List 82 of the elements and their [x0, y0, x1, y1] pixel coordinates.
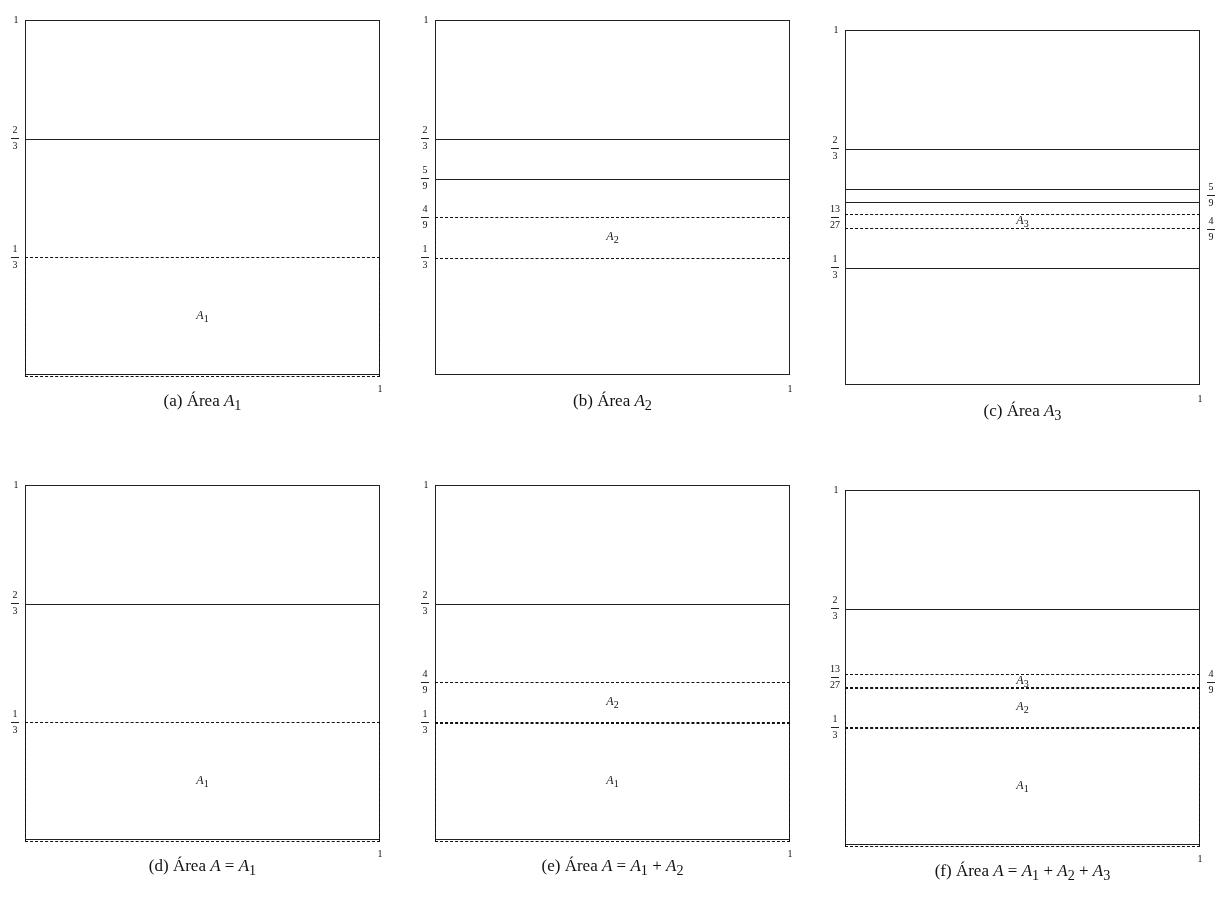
caption: (d) Área A = A$_{1}$ — [148, 856, 257, 880]
unit-square — [435, 485, 790, 840]
tick-label: 1 — [786, 849, 794, 859]
dashed-region — [25, 256, 380, 377]
fraction-numerator: 13 — [829, 664, 841, 675]
region-label: A$_{1}$ — [606, 774, 619, 790]
fraction-denominator: 3 — [11, 606, 19, 617]
tick-label: 1 — [376, 849, 384, 859]
dashed-region — [845, 214, 1200, 230]
unit-square — [845, 30, 1200, 385]
dashed-region — [845, 687, 1200, 729]
fraction-numerator: 2 — [831, 595, 839, 606]
caption: (e) Área A = A$_{1}$ + A$_{2}$ — [541, 856, 684, 880]
fraction-numerator: 1 — [421, 708, 429, 719]
dashed-region — [845, 674, 1200, 690]
fraction-denominator: 3 — [11, 259, 19, 270]
fraction-numerator: 2 — [421, 590, 429, 601]
fraction-numerator: 5 — [1207, 182, 1215, 193]
unit-square — [845, 490, 1200, 845]
fraction-denominator: 27 — [829, 680, 841, 691]
dashed-region — [435, 217, 790, 259]
fraction-denominator: 3 — [831, 611, 839, 622]
fraction-denominator: 3 — [421, 724, 429, 735]
fraction-denominator: 9 — [421, 180, 429, 191]
caption: (f) Área A = A$_{1}$ + A$_{2}$ + A$_{3}$ — [934, 861, 1111, 885]
tick-label: 1 — [422, 15, 430, 25]
tick-label: 1 — [376, 384, 384, 394]
dashed-region — [25, 721, 380, 842]
fraction-numerator: 2 — [11, 590, 19, 601]
region-label: A$_{1}$ — [196, 309, 209, 325]
region-label: A$_{3}$ — [1016, 213, 1029, 230]
tick-label: 1 — [12, 480, 20, 490]
fraction-denominator: 9 — [421, 685, 429, 696]
dashed-region — [845, 726, 1200, 847]
tick-label: 1 — [832, 25, 840, 35]
tick-label: 1 — [1196, 854, 1204, 864]
fraction-denominator: 9 — [1207, 231, 1215, 242]
region-label: A$_{2}$ — [1016, 700, 1029, 716]
fraction-denominator: 9 — [421, 220, 429, 231]
region-label: A$_{1}$ — [1016, 779, 1029, 795]
fraction-denominator: 3 — [831, 269, 839, 280]
fraction-numerator: 2 — [11, 125, 19, 136]
fraction-numerator: 1 — [421, 243, 429, 254]
fraction-denominator: 3 — [421, 141, 429, 152]
fraction-numerator: 4 — [1207, 215, 1215, 226]
fraction-numerator: 5 — [421, 164, 429, 175]
fraction-numerator: 1 — [11, 243, 19, 254]
fraction-numerator: 1 — [831, 253, 839, 264]
fraction-numerator: 4 — [1207, 668, 1215, 679]
region-label: A$_{3}$ — [1016, 673, 1029, 690]
fraction-denominator: 3 — [831, 151, 839, 162]
tick-label: 1 — [12, 15, 20, 25]
fraction-denominator: 3 — [11, 724, 19, 735]
tick-label: 1 — [1196, 394, 1204, 404]
fraction-denominator: 3 — [421, 259, 429, 270]
fraction-denominator: 3 — [11, 141, 19, 152]
fraction-numerator: 1 — [11, 708, 19, 719]
dashed-region — [435, 721, 790, 842]
fraction-denominator: 3 — [421, 606, 429, 617]
unit-square — [25, 485, 380, 840]
tick-label: 1 — [832, 485, 840, 495]
fraction-numerator: 13 — [829, 204, 841, 215]
tick-label: 1 — [422, 480, 430, 490]
fraction-denominator: 9 — [1207, 684, 1215, 695]
fraction-denominator: 3 — [831, 729, 839, 740]
region-label: A$_{2}$ — [606, 695, 619, 711]
unit-square — [25, 20, 380, 375]
dashed-region — [435, 682, 790, 724]
fraction-denominator: 9 — [1207, 198, 1215, 209]
fraction-numerator: 4 — [421, 669, 429, 680]
fraction-numerator: 1 — [831, 713, 839, 724]
fraction-numerator: 2 — [831, 135, 839, 146]
fraction-denominator: 27 — [829, 220, 841, 231]
unit-square — [435, 20, 790, 375]
fraction-numerator: 2 — [421, 125, 429, 136]
caption: (b) Área A$_{2}$ — [573, 391, 652, 415]
region-label: A$_{1}$ — [196, 774, 209, 790]
tick-label: 1 — [786, 384, 794, 394]
fraction-numerator: 4 — [421, 204, 429, 215]
caption: (a) Área A$_{1}$ — [163, 391, 242, 415]
caption: (c) Área A$_{3}$ — [983, 401, 1062, 425]
region-label: A$_{2}$ — [606, 230, 619, 246]
